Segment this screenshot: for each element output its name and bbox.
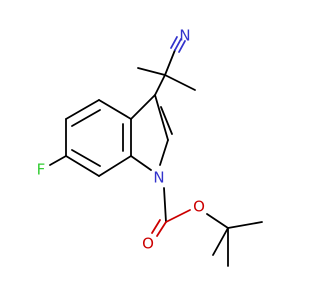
bond-c-o-double-1 bbox=[156, 221, 167, 237]
bond-n1-c7a bbox=[130, 155, 152, 171]
bond-tbutyl-me3 bbox=[212, 227, 229, 256]
bond-o-ctbutyl bbox=[206, 213, 229, 229]
bond-c2-n1 bbox=[159, 139, 169, 166]
bond-cquat-cnitrile bbox=[164, 49, 176, 76]
bond-c-o-single bbox=[165, 209, 191, 223]
bond-n1-ccarbonyl bbox=[163, 187, 167, 223]
atom-label-ester-o: O bbox=[193, 198, 205, 216]
bond-cquat-me1 bbox=[137, 67, 166, 76]
molecule-canvas: N N F O O bbox=[36, 26, 263, 267]
atom-label-carbonyl-o: O bbox=[142, 235, 154, 253]
bond-nitrile-3 bbox=[170, 36, 178, 49]
bond-tbutyl-me1 bbox=[227, 221, 263, 229]
bond-ring-3 bbox=[65, 155, 100, 177]
bond-nitrile-2 bbox=[178, 40, 186, 53]
bond-c-f bbox=[49, 155, 67, 166]
bond-ring-4 bbox=[98, 155, 132, 177]
bond-nitrile-1 bbox=[174, 38, 182, 51]
bond-c3a-c3 bbox=[130, 94, 156, 120]
structure-diagram: N N F O O bbox=[37, 27, 263, 267]
atom-label-fluorine: F bbox=[37, 161, 46, 179]
atom-label-nitrile-n: N bbox=[179, 27, 190, 45]
bond-c3-c2-double bbox=[160, 106, 173, 135]
bond-cquat-me2 bbox=[164, 74, 196, 91]
atom-label-indole-n: N bbox=[153, 169, 164, 187]
bond-c3-cquat bbox=[154, 74, 166, 96]
bond-ring-3-double bbox=[71, 149, 101, 167]
bond-ring-6 bbox=[98, 99, 132, 120]
bond-c-o-double-2 bbox=[151, 219, 161, 234]
bond-ring-1 bbox=[65, 99, 100, 120]
bond-ring-1-double bbox=[71, 109, 101, 127]
bond-c3-c2 bbox=[154, 94, 169, 141]
